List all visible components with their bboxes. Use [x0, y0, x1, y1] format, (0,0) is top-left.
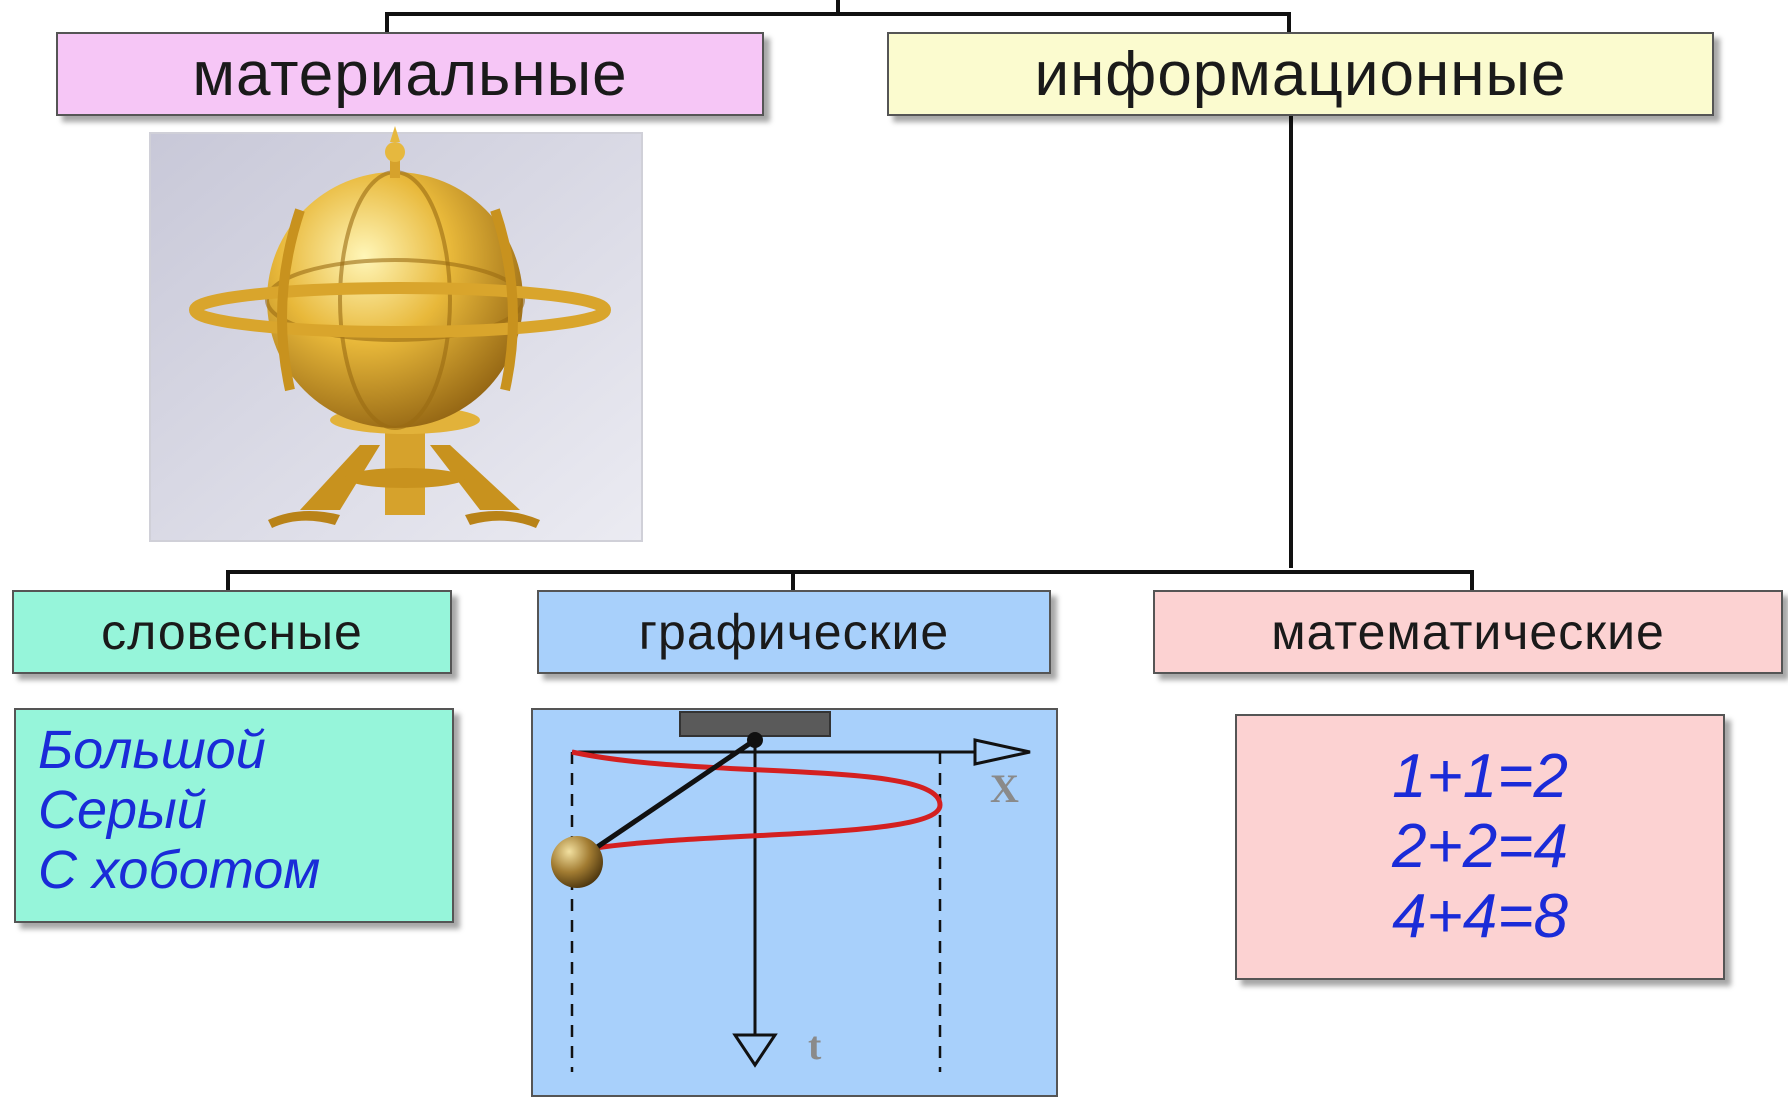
math-example-box: 1+1=2 2+2=4 4+4=8 [1235, 714, 1725, 980]
pendulum-graph-icon [531, 708, 1058, 1097]
material-models-label: материальные [192, 39, 628, 109]
top-connector-lines [226, 0, 1474, 590]
graphic-models-box: графические [537, 590, 1051, 674]
math-example-line: 1+1=2 [1392, 742, 1568, 811]
graph-axis-x-label: X [990, 766, 1019, 811]
mathematical-models-label: математические [1271, 604, 1665, 660]
mathematical-models-box: математические [1153, 590, 1783, 674]
verbal-models-box: словесные [12, 590, 452, 674]
math-example-line: 2+2=4 [1392, 812, 1568, 881]
informational-models-label: информационные [1034, 39, 1567, 109]
golden-globe-icon [149, 126, 643, 542]
verbal-models-label: словесные [101, 604, 363, 660]
material-models-box: материальные [56, 32, 764, 116]
math-example-line: 4+4=8 [1392, 882, 1568, 951]
graph-axis-t-label: t [808, 1023, 822, 1068]
verbal-example-line: Большой [38, 720, 266, 780]
verbal-example-line: Серый [38, 780, 207, 840]
verbal-example-line: С хоботом [38, 840, 321, 900]
graphic-models-label: графические [638, 604, 950, 660]
informational-models-box: информационные [887, 32, 1714, 116]
verbal-example-box: Большой Серый С хоботом [14, 708, 454, 923]
